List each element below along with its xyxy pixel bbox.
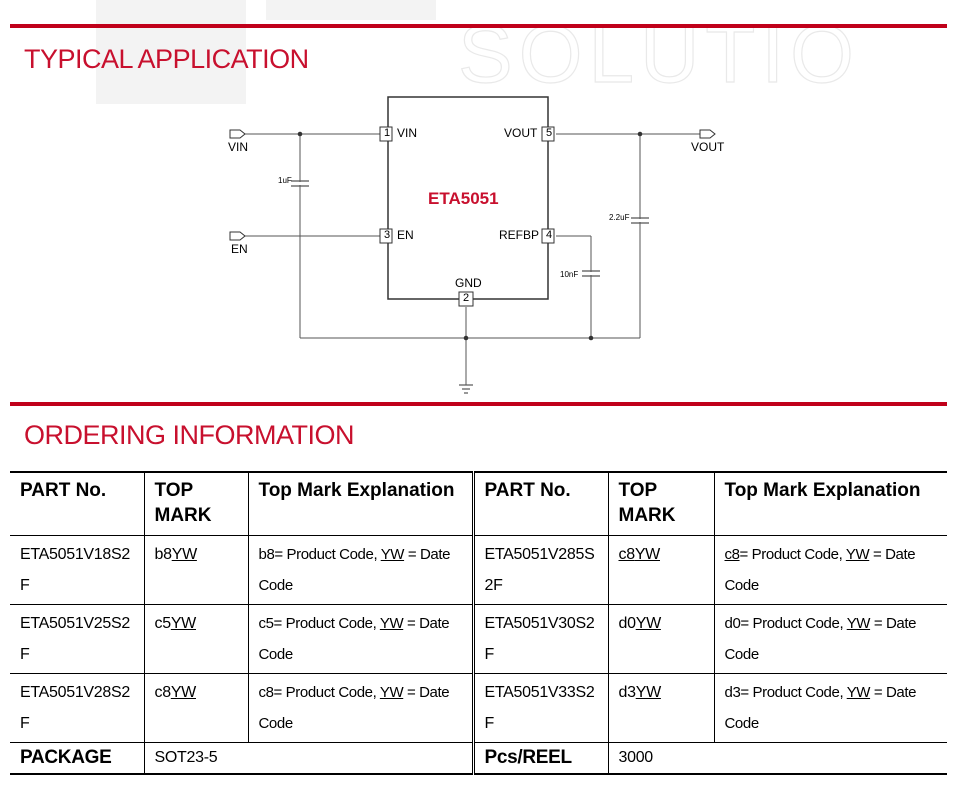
top-mark-explanation: c5= Product Code, YW = Date Code [247, 604, 473, 674]
part-number: ETA5051V18S2F [20, 546, 130, 594]
table-footer-row: PACKAGE SOT23-5 Pcs/REEL 3000 [10, 742, 947, 774]
cap-input-label: 1uF [278, 176, 292, 185]
table-row: ETA5051V25S2F c5YW c5= Product Code, YW … [10, 604, 947, 674]
pin-refbp-number: 4 [545, 229, 553, 241]
en-port-arrow [229, 231, 246, 241]
section-divider-top [10, 24, 947, 28]
pin-gnd-number: 2 [462, 292, 470, 304]
part-number: ETA5051V28S2F [20, 684, 130, 732]
pin-vout-number: 5 [545, 127, 553, 139]
package-value: SOT23-5 [143, 742, 473, 774]
pcs-reel-value: 3000 [607, 742, 947, 774]
ordering-table: PART No. TOP MARK Top Mark Explanation P… [10, 471, 947, 775]
top-mark: c8YW [607, 535, 714, 605]
part-number: ETA5051V33S2F [471, 673, 608, 743]
table-row: ETA5051V28S2F c8YW c8= Product Code, YW … [10, 673, 947, 743]
port-en-label: EN [231, 242, 248, 256]
top-mark: d3YW [607, 673, 714, 743]
pin-vin-label: VIN [397, 126, 418, 140]
header-top-mark-left: TOP MARK [143, 472, 248, 536]
pin-vout-label: VOUT [504, 126, 538, 140]
ground-symbol [459, 384, 473, 394]
top-mark: c8YW [143, 673, 248, 743]
pin-en-label: EN [397, 228, 414, 242]
watermark-logo-bar [266, 0, 436, 20]
top-mark-explanation: b8= Product Code, YW = Date Code [247, 535, 473, 605]
pin-gnd-label: GND [455, 276, 482, 290]
pcs-reel-label: Pcs/REEL [471, 742, 608, 774]
header-explanation-right: Top Mark Explanation [713, 472, 947, 536]
part-number: ETA5051V30S2F [471, 604, 608, 674]
header-top-mark-right: TOP MARK [607, 472, 714, 536]
header-part-no-left: PART No. [20, 480, 107, 501]
vin-port-arrow [229, 129, 246, 139]
table-header-row: PART No. TOP MARK Top Mark Explanation P… [10, 472, 947, 536]
chip-name: ETA5051 [428, 189, 499, 208]
part-number: ETA5051V285S2F [471, 535, 608, 605]
port-vin-label: VIN [228, 140, 249, 154]
section-divider-ordering [10, 402, 947, 406]
watermark-text: SOLUTIONS [457, 8, 856, 100]
vout-port-arrow [699, 129, 716, 139]
header-explanation-left: Top Mark Explanation [247, 472, 473, 536]
top-mark: d0YW [607, 604, 714, 674]
cap-refbp-label: 10nF [560, 270, 579, 279]
header-part-no-right: PART No. [471, 472, 608, 536]
table-row: ETA5051V18S2F b8YW b8= Product Code, YW … [10, 535, 947, 605]
top-mark-explanation: c8= Product Code, YW = Date Code [713, 535, 947, 605]
top-mark-explanation: c8= Product Code, YW = Date Code [247, 673, 473, 743]
section-title-ordering-information: ORDERING INFORMATION [24, 420, 355, 450]
section-title-typical-application: TYPICAL APPLICATION [24, 44, 309, 74]
top-mark: c5YW [143, 604, 248, 674]
typical-application-circuit [229, 96, 716, 394]
port-vout-label: VOUT [691, 140, 725, 154]
package-label: PACKAGE [20, 747, 112, 768]
pin-vin-number: 1 [383, 127, 391, 139]
top-mark: b8YW [143, 535, 248, 605]
cap-output-label: 2.2uF [609, 213, 630, 222]
pin-en-number: 3 [383, 229, 391, 241]
top-mark-explanation: d0= Product Code, YW = Date Code [713, 604, 947, 674]
part-number: ETA5051V25S2F [20, 615, 130, 663]
top-mark-explanation: d3= Product Code, YW = Date Code [713, 673, 947, 743]
pin-refbp-label: REFBP [499, 228, 540, 242]
